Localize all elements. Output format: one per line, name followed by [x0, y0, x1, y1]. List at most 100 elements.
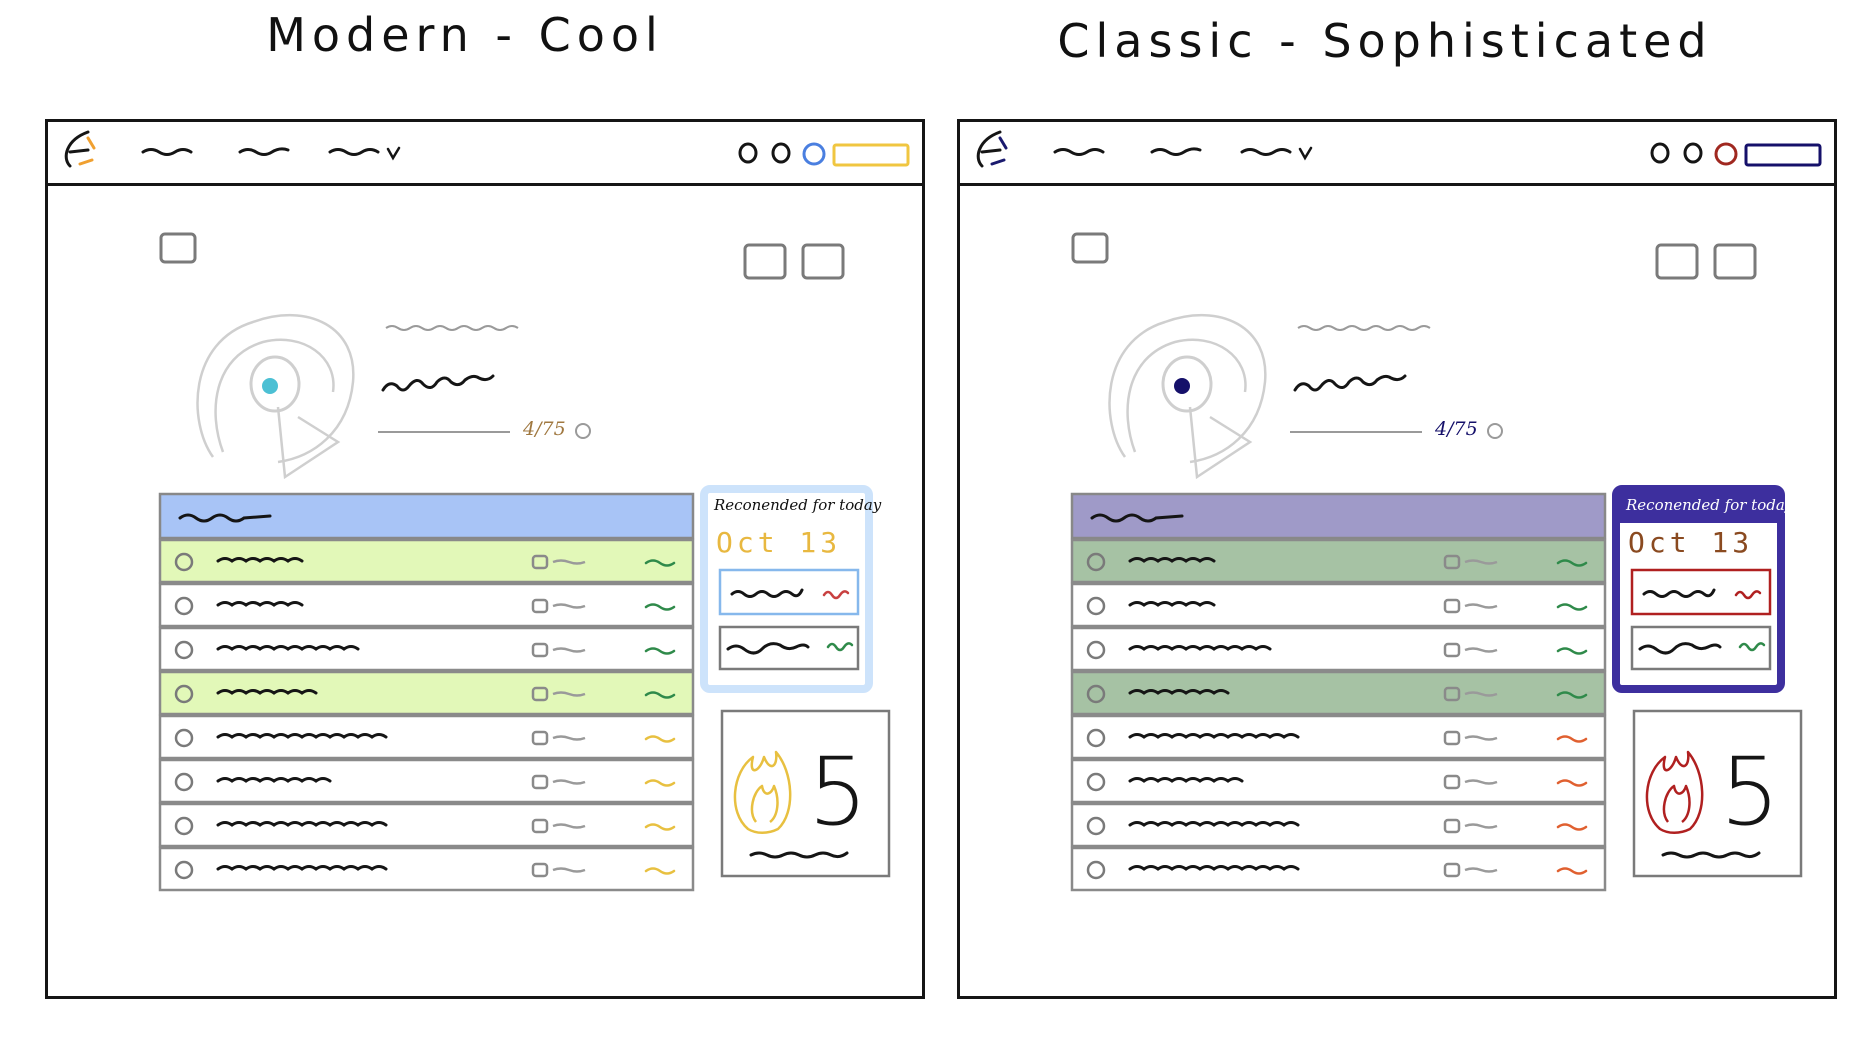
nav-action-button[interactable]	[832, 143, 910, 167]
table-row[interactable]	[1070, 626, 1607, 672]
nav-item-3-dropdown[interactable]	[1240, 148, 1292, 156]
avatar	[1108, 313, 1267, 480]
chevron-down-icon[interactable]	[1298, 146, 1313, 161]
info-icon[interactable]	[575, 423, 591, 439]
recommended-item-1[interactable]	[1630, 568, 1772, 616]
row-checkbox[interactable]	[1086, 772, 1106, 792]
recommended-title: Reconended for today	[714, 496, 882, 514]
row-status-mark	[1556, 735, 1588, 743]
table-row[interactable]	[1070, 582, 1607, 628]
recommended-item-2[interactable]	[718, 625, 860, 671]
table-row[interactable]	[1070, 758, 1607, 804]
row-icon[interactable]	[1443, 774, 1461, 790]
row-icon[interactable]	[531, 686, 549, 702]
row-checkbox[interactable]	[174, 552, 194, 572]
row-meta	[1464, 867, 1498, 873]
row-icon[interactable]	[531, 730, 549, 746]
row-checkbox[interactable]	[1086, 728, 1106, 748]
nav-item-2[interactable]	[1150, 147, 1202, 156]
recommended-date: Oct 13	[1628, 526, 1754, 559]
back-button[interactable]	[159, 232, 197, 264]
recommended-card[interactable]	[700, 485, 873, 693]
action-square-1[interactable]	[743, 243, 787, 280]
top-nav-sketch	[64, 130, 910, 168]
nav-item-1[interactable]	[141, 148, 193, 156]
recommended-item-2[interactable]	[1630, 625, 1772, 671]
table-row[interactable]	[1070, 538, 1607, 584]
row-meta	[552, 691, 586, 697]
back-button[interactable]	[1071, 232, 1109, 264]
row-icon[interactable]	[1443, 598, 1461, 614]
row-checkbox[interactable]	[174, 816, 194, 836]
logo-icon[interactable]	[976, 130, 1008, 168]
row-icon[interactable]	[531, 598, 549, 614]
nav-action-button[interactable]	[1744, 143, 1822, 167]
table-row[interactable]	[1070, 802, 1607, 848]
row-status-mark	[644, 735, 676, 743]
row-title	[216, 557, 304, 563]
chevron-down-icon[interactable]	[386, 146, 401, 161]
table-row[interactable]	[158, 758, 695, 804]
row-checkbox[interactable]	[1086, 860, 1106, 880]
action-square-2[interactable]	[1713, 243, 1757, 280]
table-row[interactable]	[1070, 846, 1607, 892]
table-row[interactable]	[158, 670, 695, 716]
nav-icon-2[interactable]	[1683, 142, 1703, 164]
row-icon[interactable]	[531, 818, 549, 834]
row-icon[interactable]	[1443, 730, 1461, 746]
row-checkbox[interactable]	[1086, 684, 1106, 704]
row-meta	[552, 735, 586, 741]
table-row[interactable]	[158, 714, 695, 760]
row-checkbox[interactable]	[1086, 640, 1106, 660]
row-checkbox[interactable]	[174, 772, 194, 792]
info-icon[interactable]	[1487, 423, 1503, 439]
nav-item-3-dropdown[interactable]	[328, 148, 380, 156]
row-checkbox[interactable]	[1086, 816, 1106, 836]
table-row[interactable]	[158, 846, 695, 892]
recommended-card[interactable]	[1612, 485, 1785, 693]
row-icon[interactable]	[531, 554, 549, 570]
row-icon[interactable]	[1443, 686, 1461, 702]
row-checkbox[interactable]	[174, 596, 194, 616]
row-icon[interactable]	[531, 642, 549, 658]
table-row[interactable]	[158, 538, 695, 584]
row-title	[216, 821, 388, 827]
row-checkbox[interactable]	[174, 728, 194, 748]
table-row[interactable]	[158, 626, 695, 672]
nav-item-1[interactable]	[1053, 148, 1105, 156]
table-row[interactable]	[158, 582, 695, 628]
nav-icon-1[interactable]	[1650, 142, 1670, 164]
nav-icon-2[interactable]	[771, 142, 791, 164]
row-icon[interactable]	[1443, 554, 1461, 570]
row-status-mark	[644, 867, 676, 875]
table-row[interactable]	[158, 802, 695, 848]
row-meta	[552, 867, 586, 873]
row-icon[interactable]	[1443, 862, 1461, 878]
row-checkbox[interactable]	[1086, 552, 1106, 572]
logo-icon[interactable]	[64, 130, 96, 168]
nav-icon-1[interactable]	[738, 142, 758, 164]
table-row[interactable]	[1070, 714, 1607, 760]
row-icon[interactable]	[531, 774, 549, 790]
row-checkbox[interactable]	[174, 684, 194, 704]
mockup-frame-modern: 4/75 Reconended for today Oct 13 5	[45, 119, 925, 999]
nav-icon-3[interactable]	[802, 142, 826, 166]
progress-count: 4/75	[523, 418, 566, 440]
table-row[interactable]	[1070, 670, 1607, 716]
row-icon[interactable]	[1443, 818, 1461, 834]
row-status-mark	[1556, 603, 1588, 611]
row-title	[216, 645, 360, 651]
recommended-item-1[interactable]	[718, 568, 860, 616]
table-header	[158, 492, 695, 540]
row-title	[1128, 777, 1244, 783]
row-icon[interactable]	[1443, 642, 1461, 658]
action-square-1[interactable]	[1655, 243, 1699, 280]
action-square-2[interactable]	[801, 243, 845, 280]
row-checkbox[interactable]	[174, 640, 194, 660]
row-meta	[1464, 603, 1498, 609]
row-checkbox[interactable]	[1086, 596, 1106, 616]
nav-item-2[interactable]	[238, 147, 290, 156]
row-checkbox[interactable]	[174, 860, 194, 880]
nav-icon-3[interactable]	[1714, 142, 1738, 166]
row-icon[interactable]	[531, 862, 549, 878]
